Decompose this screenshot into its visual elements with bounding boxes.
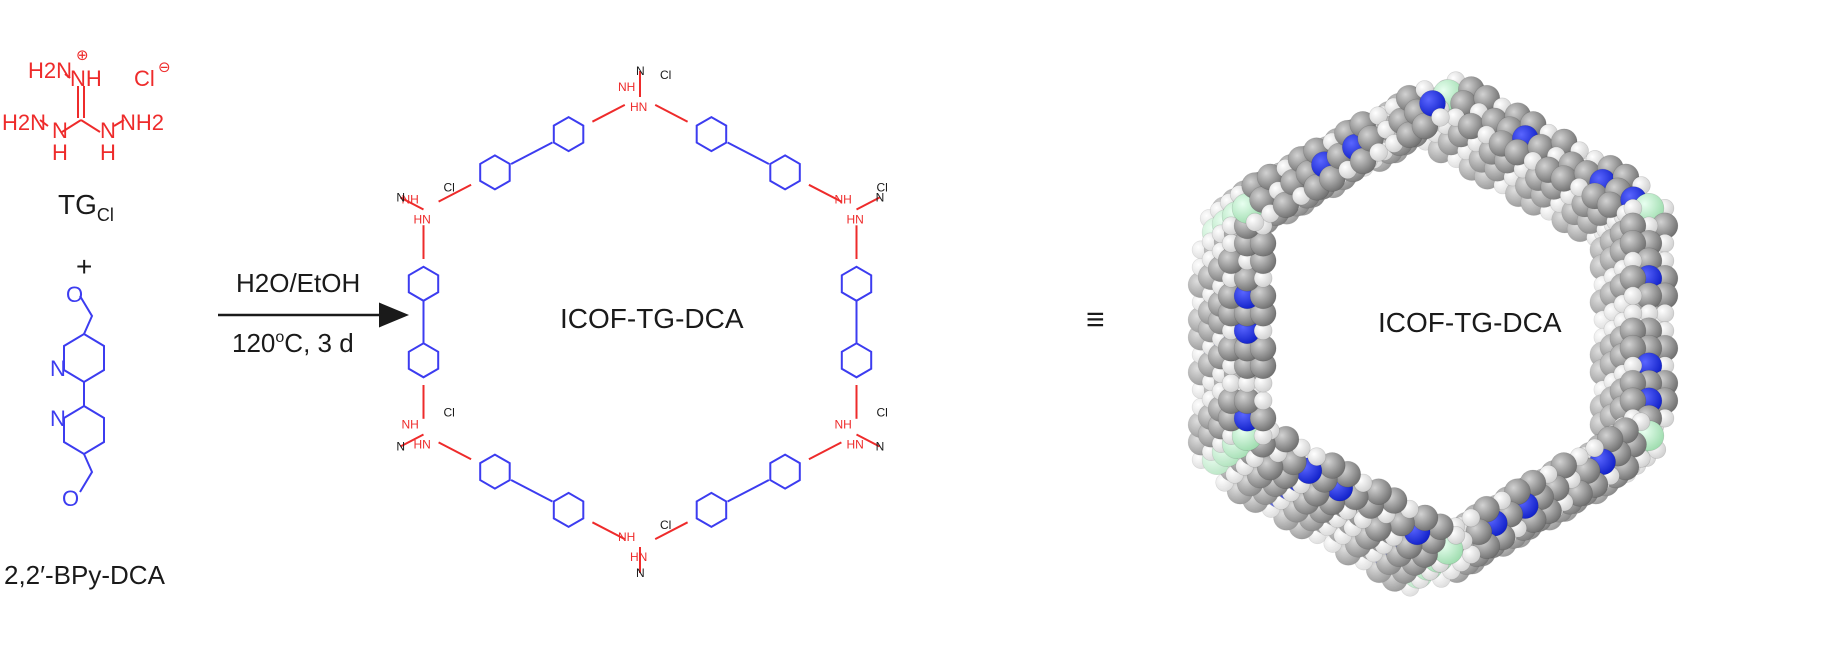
bpy-atom-o-top: O — [66, 282, 83, 307]
linkage-nh: NH — [835, 193, 852, 207]
hydrazone-bond — [438, 183, 472, 203]
hydrogen-atom — [1245, 212, 1265, 232]
hydrazone-bond — [654, 521, 689, 540]
bipyridine-bond — [510, 479, 553, 503]
bpy-atom-o-bottom: O — [62, 486, 79, 511]
linkage-nh: NH — [618, 530, 635, 544]
equivalence-sign: ≡ — [1086, 301, 1105, 337]
hydrazone-bond — [654, 104, 689, 123]
product-cl-label: Cl — [444, 406, 455, 420]
linkage-nh: NH — [402, 193, 419, 207]
guanidinium-bond — [856, 196, 881, 211]
pyridine-ring — [769, 154, 801, 191]
bpy-atom-n-lower: N — [50, 406, 66, 431]
tg-atom-h2n-left: H2N — [2, 110, 46, 135]
pyridine-ring — [840, 265, 873, 302]
hydrazone-bond — [591, 521, 626, 540]
hydrogen-atom — [1431, 108, 1450, 127]
conditions-label: 120oC, 3 d — [232, 328, 354, 358]
tg-atom-nh-plus: NH — [70, 66, 102, 91]
pyridine-ring — [407, 265, 440, 302]
linkage-nh: NH — [835, 418, 852, 432]
tg-atom-h-right: H — [100, 140, 116, 165]
pyridine-ring — [552, 491, 585, 529]
tg-minus-charge: ⊖ — [158, 59, 171, 76]
linkage-hn: HN — [414, 438, 431, 452]
bipyridine-bond — [510, 141, 553, 165]
pyridine-ring — [479, 453, 511, 490]
tg-plus-charge: ⊕ — [76, 47, 89, 64]
tg-atom-n-left: N — [52, 118, 68, 143]
linkage-nh: NH — [618, 80, 635, 94]
hydrazone-bond — [438, 441, 472, 461]
bipyridine-bond — [727, 479, 770, 503]
tg-atom-h-left: H — [52, 140, 68, 165]
tg-cl-label: TGCl — [58, 189, 114, 225]
linkage-hn: HN — [630, 550, 647, 564]
plus-sign: + — [76, 251, 92, 282]
bipyridine-bond — [727, 141, 770, 165]
pyridine-ring — [769, 453, 801, 490]
hydrogen-atom — [1461, 508, 1481, 528]
hydrogen-atom — [1369, 143, 1388, 162]
model-name: ICOF-TG-DCA — [1378, 307, 1562, 338]
bpy-atom-n-upper: N — [50, 356, 66, 381]
pyridine-ring — [552, 115, 585, 153]
tg-atom-n-right: N — [100, 118, 116, 143]
linkage-n: N — [636, 64, 645, 78]
linkage-hn: HN — [630, 100, 647, 114]
guanidinium-bond — [399, 196, 424, 211]
tg-cl-structure — [39, 73, 125, 133]
space-filling-model — [1180, 40, 1740, 620]
hydrogen-atom — [1462, 545, 1481, 564]
bpy-dca-label: 2,2′-BPy-DCA — [4, 560, 166, 590]
linkage-hn: HN — [847, 438, 864, 452]
solvent-label: H2O/EtOH — [236, 268, 360, 298]
tg-atom-cl: Cl — [134, 66, 155, 91]
guanidinium-bond — [856, 433, 881, 448]
hydrogen-atom — [1253, 391, 1273, 411]
hydrogen-atom — [1655, 303, 1675, 323]
linkage-n: N — [876, 191, 885, 205]
product-cl-label: Cl — [877, 181, 888, 195]
linkage-hn: HN — [414, 213, 431, 227]
guanidinium-bond — [399, 433, 424, 448]
product-cl-label: Cl — [877, 406, 888, 420]
pyridine-ring — [695, 115, 728, 153]
tg-atom-nh2-right: NH2 — [120, 110, 164, 135]
hydrogen-atom — [1585, 438, 1604, 458]
hydrazone-bond — [808, 441, 842, 461]
hydrogen-atom — [1623, 286, 1643, 306]
hydrazone-bond — [808, 183, 842, 203]
linkage-hn: HN — [847, 213, 864, 227]
hydrogen-atom — [1221, 373, 1241, 393]
hydrogen-atom — [1369, 106, 1388, 125]
pyridine-ring — [840, 342, 873, 379]
pyridine-ring — [407, 342, 440, 379]
linkage-n: N — [876, 440, 885, 454]
linkage-n: N — [636, 566, 645, 580]
hydrazone-bond — [591, 104, 626, 123]
pyridine-ring — [695, 491, 728, 529]
bpy-dca-structure — [63, 295, 105, 493]
product-cl-label: Cl — [660, 68, 671, 82]
pyridine-ring — [479, 154, 511, 191]
product-name: ICOF-TG-DCA — [560, 303, 744, 334]
hydrogen-atom — [1307, 447, 1327, 467]
linkage-n: N — [396, 440, 405, 454]
linkage-n: N — [396, 191, 405, 205]
product-cl-label: Cl — [444, 181, 455, 195]
tg-atom-h2n-top: H2N — [28, 58, 72, 83]
linkage-nh: NH — [402, 418, 419, 432]
product-cl-label: Cl — [660, 518, 671, 532]
